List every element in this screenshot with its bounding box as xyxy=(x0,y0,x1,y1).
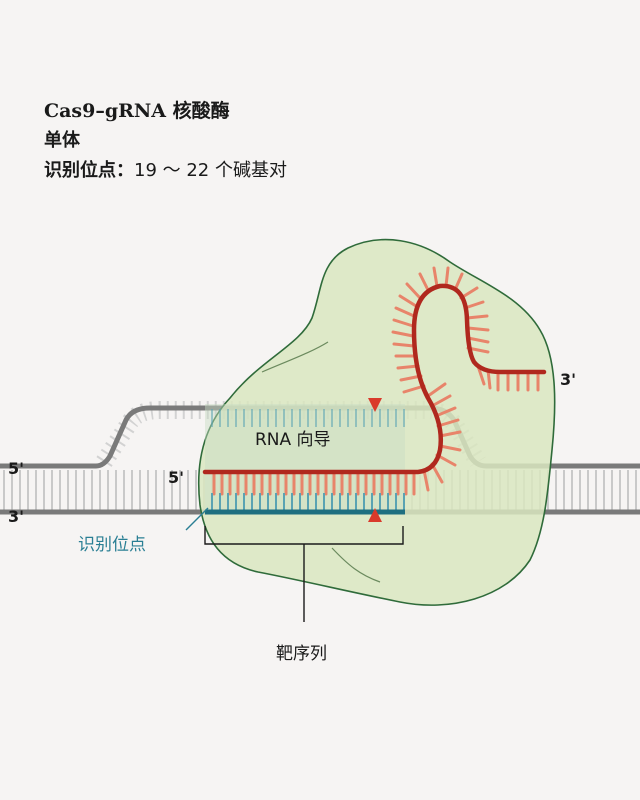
enzyme-subtitle: 单体 xyxy=(44,130,80,151)
five-prime-guide-label: 5' xyxy=(168,468,184,487)
target-sequence-label: 靶序列 xyxy=(276,644,327,664)
protein-fold-lines xyxy=(261,341,381,583)
recognition-site-strand xyxy=(205,493,405,515)
five-prime-top-label: 5' xyxy=(8,459,24,478)
rna-guide-label: RNA 向导 xyxy=(255,430,331,450)
target-sequence-bracket xyxy=(204,526,404,622)
three-prime-guide-label: 3' xyxy=(560,370,576,389)
recognition-info-value: 19 ～ 22 个碱基对 xyxy=(134,160,287,181)
rna-backbone xyxy=(202,283,547,475)
rna-bases xyxy=(212,266,540,496)
recognition-info-label: 识别位点： xyxy=(44,160,134,181)
enzyme-title: Cas9–gRNA 核酸酶 xyxy=(44,100,230,122)
recognition-info: 识别位点：19 ～ 22 个碱基对 xyxy=(44,156,287,186)
three-prime-bottom-label: 3' xyxy=(8,507,24,526)
cut-site-marker-top xyxy=(368,398,382,412)
recognition-site-label: 识别位点 xyxy=(78,535,146,555)
header: Cas9–gRNA 核酸酶 单体 识别位点：19 ～ 22 个碱基对 xyxy=(44,96,287,186)
cut-site-marker-bottom xyxy=(368,508,382,522)
recognition-site-leader xyxy=(185,507,209,531)
non-target-strand-segment xyxy=(205,409,405,427)
